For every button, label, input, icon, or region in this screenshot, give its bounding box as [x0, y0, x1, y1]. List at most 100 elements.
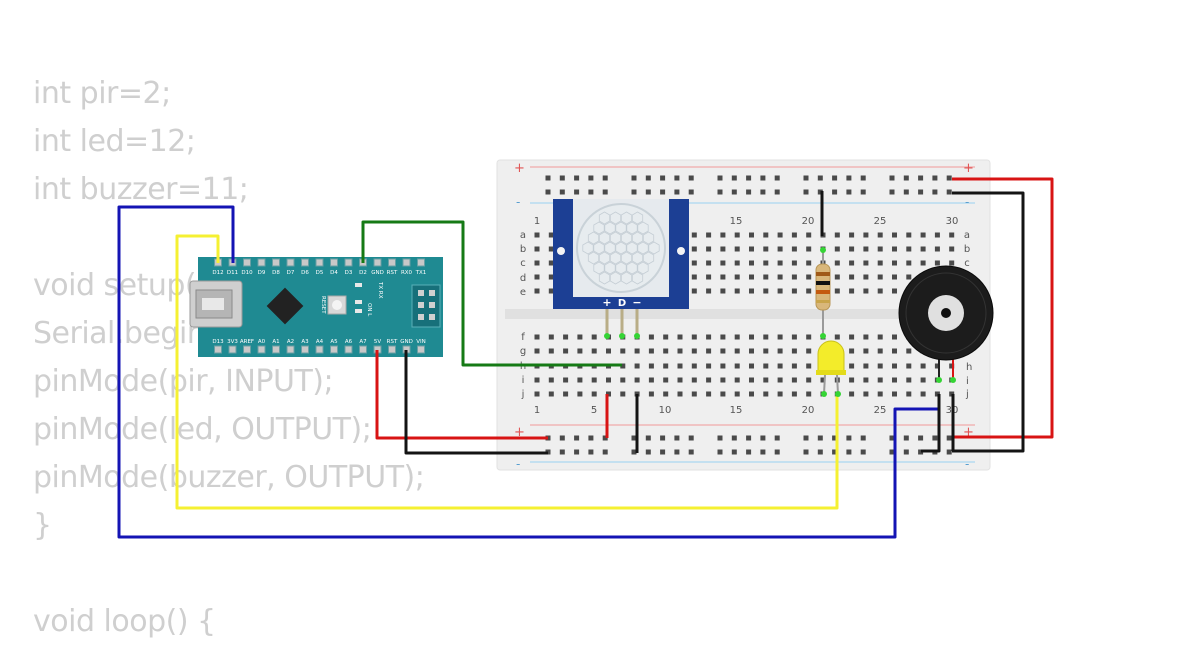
- arduino-bottom-pin[interactable]: [359, 345, 367, 354]
- arduino-bottom-pin-label: A6: [345, 339, 353, 345]
- breadboard-hole: [820, 377, 826, 383]
- breadboard-hole: [806, 246, 812, 252]
- breadboard-hole: [577, 334, 583, 340]
- wire-black-rail-bridge[interactable]: [952, 191, 1025, 453]
- arduino-top-pin[interactable]: [417, 258, 425, 267]
- breadboard-hole: [892, 274, 897, 280]
- row-labels-right: a b c: [964, 230, 970, 269]
- breadboard-hole: [691, 288, 697, 294]
- arduino-bottom-pin[interactable]: [344, 345, 353, 354]
- breadboard-hole: [777, 377, 783, 383]
- rail-hole: [932, 175, 938, 181]
- arduino-top-pin[interactable]: [402, 258, 411, 267]
- breadboard-hole: [706, 363, 712, 369]
- arduino-top-pin[interactable]: [344, 258, 353, 267]
- endpoint: [634, 333, 640, 339]
- arduino-bottom-pin[interactable]: [272, 345, 280, 354]
- wire-yellow-d12-led[interactable]: [175, 234, 839, 510]
- breadboard-hole: [634, 348, 640, 354]
- arduino-bottom-pin[interactable]: [286, 345, 295, 354]
- arduino-top-pin[interactable]: [388, 258, 396, 267]
- circuit-diagram: + - + - + - + - 1 15 20 25 30 1 5 10 15 …: [117, 159, 1054, 539]
- arduino-top-pin-label: RST: [387, 270, 398, 276]
- rail-hole: [946, 189, 952, 195]
- breadboard-hole: [648, 348, 654, 354]
- arduino-top-pin[interactable]: [301, 258, 309, 267]
- breadboard-hole: [663, 377, 669, 383]
- resistor-band-3: [816, 290, 830, 294]
- arduino-top-pin[interactable]: [272, 258, 280, 267]
- breadboard-hole: [791, 260, 797, 266]
- arduino-top-pin-label: D4: [330, 270, 338, 276]
- rail-hole: [631, 449, 637, 455]
- breadboard-hole: [534, 260, 540, 266]
- breadboard-hole: [877, 274, 883, 280]
- breadboard-hole: [920, 377, 926, 383]
- rail-hole: [774, 189, 780, 195]
- rail-hole: [746, 449, 752, 455]
- arduino-bottom-pin[interactable]: [330, 345, 338, 354]
- breadboard-hole: [648, 363, 654, 369]
- arduino-bottom-pin[interactable]: [243, 345, 251, 354]
- rail-hole: [846, 435, 852, 441]
- arduino-bottom-pin[interactable]: [417, 345, 425, 354]
- arduino-bottom-pin[interactable]: [214, 345, 222, 354]
- breadboard-hole: [720, 232, 726, 238]
- breadboard-hole: [763, 260, 769, 266]
- breadboard-hole: [720, 391, 726, 397]
- arduino-bottom-pin[interactable]: [228, 345, 237, 354]
- breadboard-hole: [892, 391, 897, 397]
- yellow-led[interactable]: [816, 340, 846, 395]
- buzzer[interactable]: h i j: [898, 265, 994, 400]
- arduino-top-pin[interactable]: [257, 258, 266, 267]
- breadboard-hole: [763, 246, 769, 252]
- breadboard-hole: [749, 260, 754, 266]
- rail-hole: [817, 175, 823, 181]
- rail-hole: [746, 435, 752, 441]
- pir-hex-cell: [620, 271, 633, 285]
- breadboard-hole: [877, 232, 883, 238]
- arduino-top-pin[interactable]: [373, 258, 382, 267]
- breadboard-hole: [763, 363, 769, 369]
- breadboard-hole: [734, 334, 740, 340]
- wire-black-gnd-rail[interactable]: [404, 350, 548, 455]
- breadboard-hole: [534, 391, 540, 397]
- breadboard-hole: [734, 377, 740, 383]
- arduino-bottom-pin[interactable]: [388, 345, 396, 354]
- breadboard-hole: [548, 334, 554, 340]
- arduino-top-pin[interactable]: [330, 258, 338, 267]
- microcontroller-chip: [266, 287, 304, 325]
- wire-endpoints: [604, 247, 956, 397]
- arduino-bottom-pin[interactable]: [315, 345, 324, 354]
- wire-red-5v-rail[interactable]: [375, 350, 548, 440]
- breadboard-hole: [920, 232, 926, 238]
- wire-blue-d11-buzzer[interactable]: [117, 205, 941, 539]
- arduino-bottom-pin[interactable]: [301, 345, 309, 354]
- breadboard-hole: [892, 363, 897, 369]
- wire-black-buzzer-gnd-2[interactable]: [921, 394, 941, 453]
- resistor[interactable]: [815, 250, 831, 336]
- pir-dome-pattern: [582, 211, 660, 285]
- breadboard-hole: [834, 334, 840, 340]
- pir-hex-cell: [620, 231, 633, 245]
- led-rim: [816, 370, 846, 375]
- arduino-top-pin[interactable]: [315, 258, 324, 267]
- breadboard-hole: [634, 363, 640, 369]
- pir-sensor[interactable]: + D −: [553, 199, 689, 336]
- arduino-top-pin[interactable]: [243, 258, 251, 267]
- breadboard-hole: [791, 348, 797, 354]
- arduino-top-pin-label: TX1: [415, 270, 427, 276]
- arduino-top-pin[interactable]: [286, 258, 295, 267]
- rail-hole: [746, 189, 752, 195]
- rail-hole: [559, 189, 565, 195]
- wire-green-d2-pir[interactable]: [361, 220, 622, 367]
- led-body: [817, 340, 845, 373]
- arduino-bottom-pin[interactable]: [257, 345, 266, 354]
- breadboard-hole: [763, 334, 769, 340]
- rail-hole: [574, 449, 580, 455]
- wire-red-rail-bridge[interactable]: [952, 177, 1054, 439]
- col-label: 15: [730, 216, 743, 227]
- breadboard-hole: [906, 348, 912, 354]
